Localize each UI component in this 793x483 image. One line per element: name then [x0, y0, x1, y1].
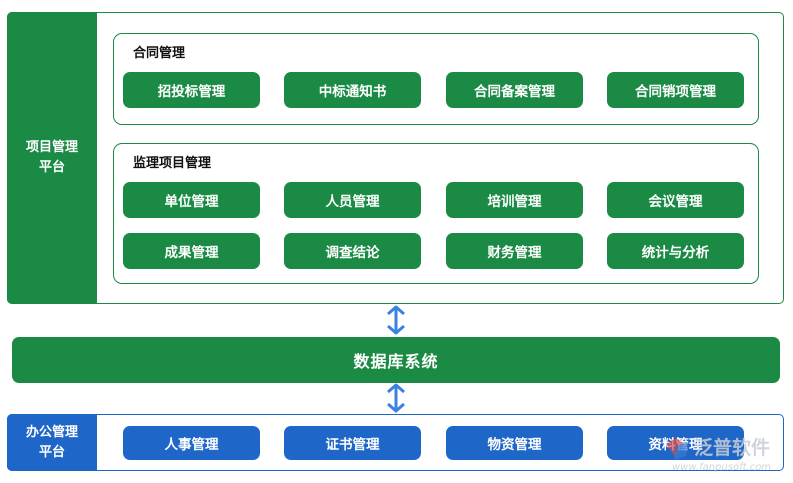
bidirectional-arrow-icon: [387, 305, 405, 335]
module-results-management[interactable]: 成果管理: [123, 233, 260, 269]
contract-section-title: 合同管理: [133, 46, 186, 61]
module-materials-management[interactable]: 物资管理: [446, 426, 583, 460]
database-system-label: 数据库系统: [353, 352, 439, 371]
supervision-section-title: 监理项目管理: [133, 156, 212, 171]
office-platform-label-line1: 办公管理: [25, 424, 78, 440]
office-platform-label-line2: 平台: [38, 444, 65, 460]
module-contract-filing[interactable]: 合同备案管理: [446, 72, 583, 108]
module-statistics-analysis[interactable]: 统计与分析: [607, 233, 744, 269]
module-survey-conclusion[interactable]: 调查结论: [284, 233, 421, 269]
module-certificate-management[interactable]: 证书管理: [284, 426, 421, 460]
database-system-bar: 数据库系统: [12, 337, 780, 383]
bidirectional-arrow-icon: [387, 383, 405, 413]
module-bidding-management[interactable]: 招投标管理: [123, 72, 260, 108]
module-hr-management[interactable]: 人事管理: [123, 426, 260, 460]
office-platform-label: 办公管理 平台: [7, 414, 97, 471]
brand-logo-icon: [666, 438, 688, 460]
project-platform-label-line2: 平台: [38, 160, 65, 175]
module-personnel-management[interactable]: 人员管理: [284, 182, 421, 218]
watermark-url: www.fanpusoft.com: [672, 462, 771, 473]
watermark-brand: 泛普软件: [694, 436, 770, 459]
brand-watermark: 泛普软件 www.fanpusoft.com: [666, 436, 771, 473]
module-finance-management[interactable]: 财务管理: [446, 233, 583, 269]
module-contract-closing[interactable]: 合同销项管理: [607, 72, 744, 108]
module-award-notice[interactable]: 中标通知书: [284, 72, 421, 108]
module-training-management[interactable]: 培训管理: [446, 182, 583, 218]
module-meeting-management[interactable]: 会议管理: [607, 182, 744, 218]
module-unit-management[interactable]: 单位管理: [123, 182, 260, 218]
project-platform-label-line1: 项目管理: [25, 140, 78, 155]
project-platform-label: 项目管理 平台: [7, 12, 97, 304]
